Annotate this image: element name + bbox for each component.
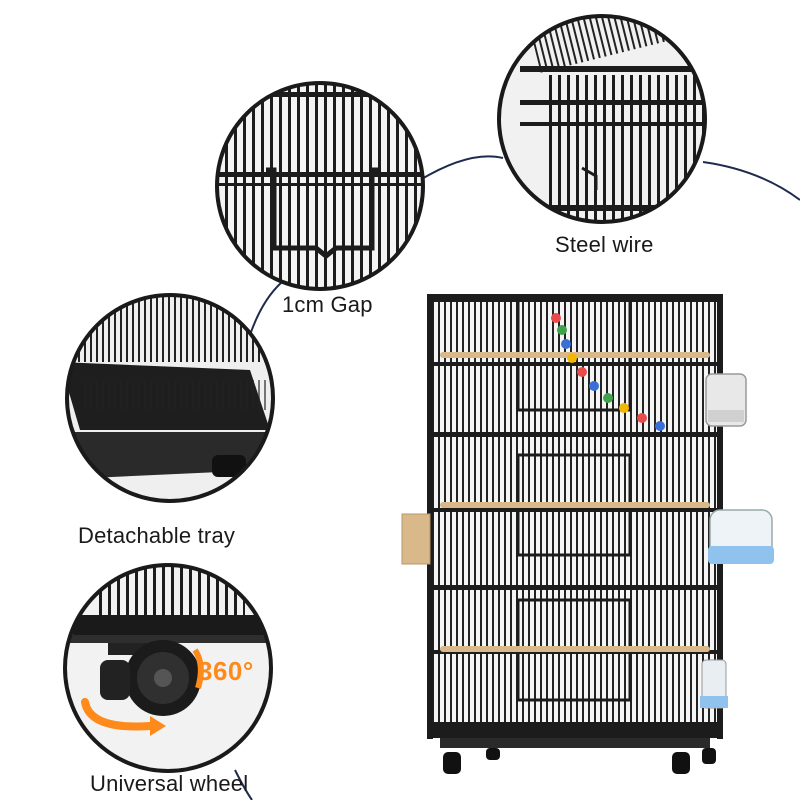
steel-wire-label: Steel wire — [555, 232, 654, 257]
tray-detail — [65, 293, 275, 503]
tray-label: Detachable tray — [78, 523, 236, 548]
connector-lines — [234, 155, 800, 801]
wheel-detail — [63, 563, 273, 773]
hanging-toy — [551, 313, 665, 431]
gap-label: 1cm Gap — [282, 292, 373, 317]
bird-cage — [401, 294, 774, 774]
rotation-badge: 360° — [198, 656, 254, 686]
steel-wire-detail — [497, 14, 707, 224]
wheel-label: Universal wheel — [90, 771, 249, 796]
gap-detail — [215, 81, 425, 291]
